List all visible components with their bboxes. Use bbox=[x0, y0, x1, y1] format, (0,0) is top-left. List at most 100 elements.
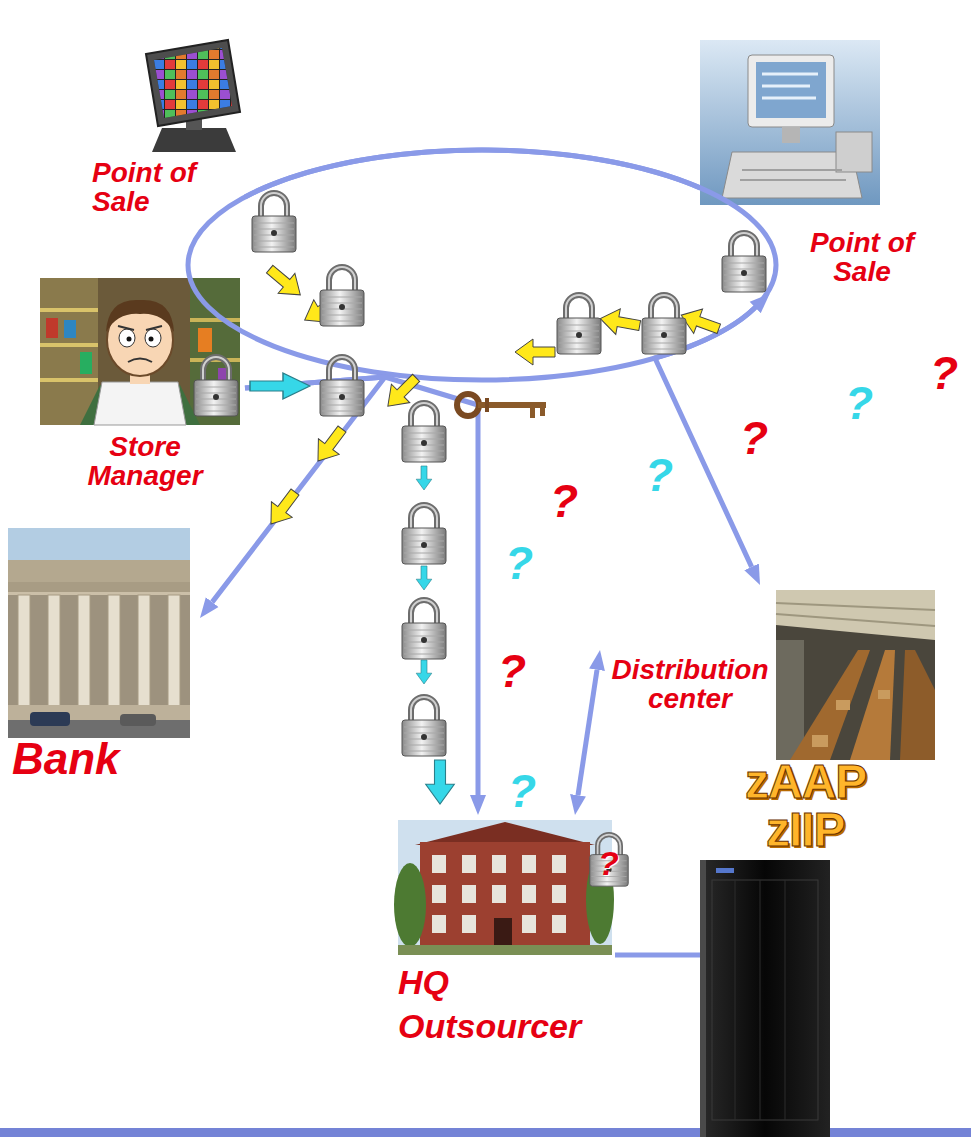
label-anchor: ? bbox=[508, 768, 536, 814]
warehouse-picture bbox=[776, 590, 935, 760]
link-line bbox=[245, 377, 478, 795]
label-anchor: ? bbox=[645, 452, 673, 498]
manager-picture bbox=[64, 320, 76, 338]
bank-picture bbox=[78, 595, 90, 707]
distribution-node: Distribution center bbox=[600, 585, 940, 765]
yellow-arrow bbox=[515, 339, 555, 365]
bank-picture bbox=[8, 560, 190, 720]
warehouse-picture bbox=[850, 650, 895, 760]
padlock-icon bbox=[402, 697, 446, 756]
manager-picture bbox=[106, 300, 174, 332]
mainframe-picture bbox=[716, 868, 734, 873]
pos-terminal-picture bbox=[740, 170, 846, 180]
site-label: Distribution center bbox=[605, 655, 775, 714]
question-mark: ? bbox=[508, 768, 536, 814]
label-anchor: ? bbox=[598, 846, 619, 880]
bank-picture bbox=[8, 528, 190, 738]
bank-picture bbox=[8, 528, 190, 738]
office-picture bbox=[492, 885, 506, 903]
padlock-icon bbox=[320, 267, 364, 326]
link-line bbox=[615, 953, 700, 958]
manager-picture bbox=[80, 352, 92, 374]
question-mark: ? bbox=[498, 648, 526, 694]
office-picture bbox=[492, 855, 506, 873]
office-picture bbox=[394, 820, 614, 955]
manager-picture bbox=[119, 329, 135, 347]
question-mark: ? bbox=[845, 380, 873, 426]
question-mark: ? bbox=[505, 540, 533, 586]
office-picture bbox=[415, 822, 595, 845]
pos-terminal-picture bbox=[782, 127, 800, 143]
office-picture bbox=[420, 842, 590, 947]
pos-terminal-picture bbox=[154, 48, 232, 118]
mainframe-picture bbox=[735, 880, 785, 1120]
site-label: HQ Outsourcer bbox=[398, 960, 581, 1048]
office-picture bbox=[494, 918, 512, 947]
bank-picture bbox=[8, 595, 190, 707]
mainframe-picture bbox=[712, 880, 818, 1120]
padlock-icon bbox=[402, 505, 446, 564]
pos-node: Point of Sale bbox=[700, 40, 940, 292]
link-line bbox=[245, 150, 700, 197]
manager-node: Store Manager bbox=[40, 275, 245, 505]
key-icon bbox=[485, 398, 489, 412]
office-picture bbox=[462, 855, 476, 873]
pos-terminal-picture bbox=[154, 48, 232, 118]
yellow-arrow bbox=[379, 369, 426, 416]
bank-picture bbox=[120, 714, 156, 726]
question-mark: ? bbox=[598, 846, 619, 880]
office-picture bbox=[522, 855, 536, 873]
label-anchor: ? bbox=[505, 540, 533, 586]
label-anchor: ? bbox=[498, 648, 526, 694]
question-mark: ? bbox=[550, 478, 578, 524]
mainframe-node: zAAP zIIP bbox=[700, 755, 885, 1135]
mainframe-picture bbox=[700, 860, 830, 1137]
manager-picture bbox=[94, 382, 186, 425]
pos-terminal-picture bbox=[748, 55, 834, 127]
pos-node: Point of Sale bbox=[90, 35, 245, 221]
question-mark: ? bbox=[740, 415, 768, 461]
manager-picture bbox=[128, 359, 152, 363]
bank-picture bbox=[108, 595, 120, 707]
bank-node: Bank bbox=[5, 525, 200, 790]
site-label: Point of Sale bbox=[792, 228, 932, 287]
bank-picture bbox=[8, 582, 190, 592]
manager-picture bbox=[40, 278, 98, 425]
padlock-icon bbox=[320, 357, 364, 416]
pos-terminal-picture bbox=[146, 40, 240, 126]
key-icon bbox=[457, 394, 546, 418]
padlock-icon bbox=[194, 193, 766, 886]
warehouse-picture bbox=[776, 590, 935, 760]
key-icon bbox=[457, 394, 479, 416]
engine-label: zAAP zIIP bbox=[745, 758, 865, 854]
bank-picture bbox=[48, 595, 60, 707]
warehouse-picture bbox=[812, 735, 828, 747]
question-mark: ? bbox=[930, 350, 958, 396]
pos-terminal-picture bbox=[756, 62, 826, 118]
office-picture bbox=[398, 945, 612, 955]
office-picture bbox=[552, 915, 566, 933]
padlock-icon bbox=[590, 835, 629, 887]
padlock-icon bbox=[252, 193, 296, 252]
padlock-icon bbox=[402, 600, 446, 659]
warehouse-picture bbox=[878, 690, 890, 699]
yellow-arrow bbox=[308, 421, 353, 469]
label-anchor: ? bbox=[550, 478, 578, 524]
manager-picture bbox=[118, 326, 162, 330]
warehouse-picture bbox=[776, 603, 935, 626]
padlock-icon bbox=[194, 357, 238, 416]
bank-picture bbox=[168, 595, 180, 707]
question-mark: ? bbox=[645, 452, 673, 498]
site-label: Bank bbox=[12, 736, 120, 782]
pos-terminal-picture bbox=[700, 40, 880, 205]
padlock-icon bbox=[722, 233, 766, 292]
pos-terminal-picture bbox=[836, 132, 872, 172]
label-anchor: ? bbox=[930, 350, 958, 396]
cyan-arrow bbox=[250, 373, 310, 399]
label-anchor: ? bbox=[845, 380, 873, 426]
manager-picture bbox=[40, 278, 240, 425]
yellow-arrow bbox=[261, 259, 308, 305]
pos-terminal-picture bbox=[152, 128, 236, 152]
padlock-icon bbox=[557, 295, 601, 354]
